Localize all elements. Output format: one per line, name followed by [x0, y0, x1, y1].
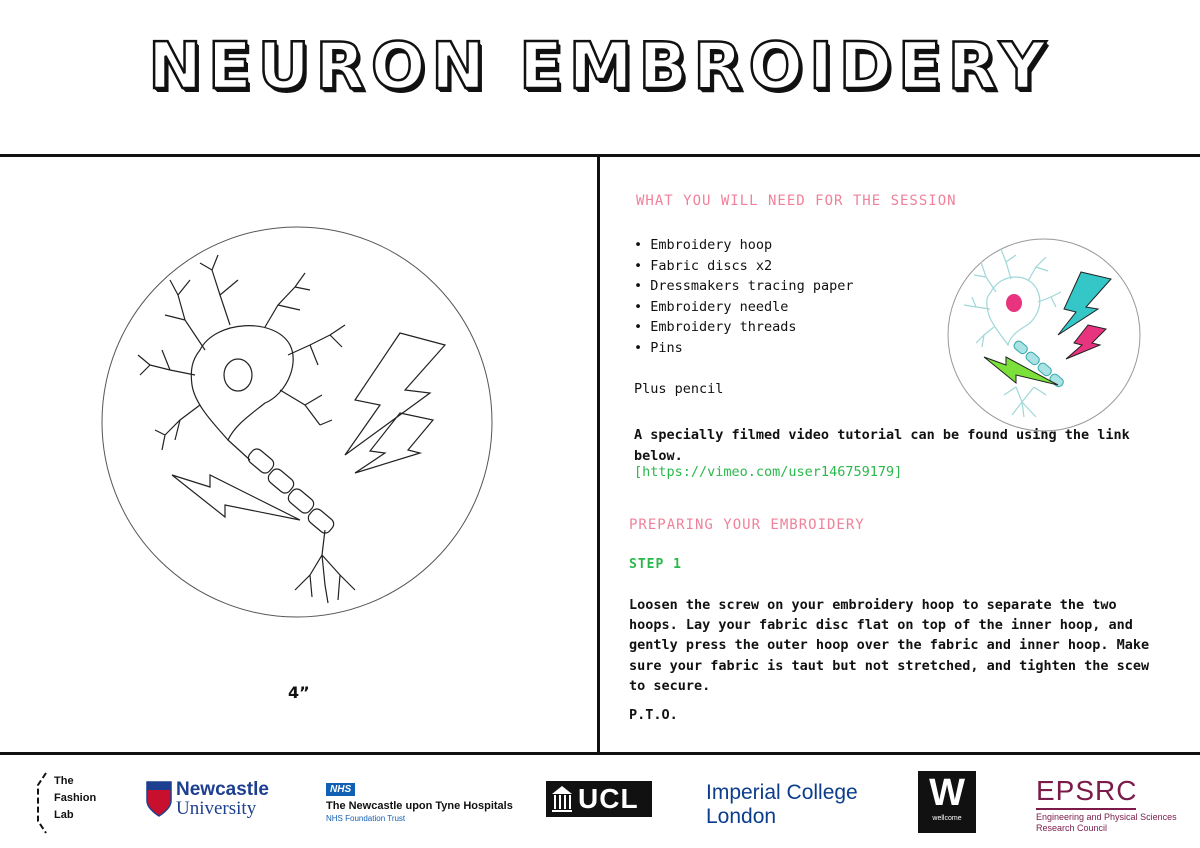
fashion-lab-logo: The Fashion Lab [36, 771, 116, 835]
neuron-pattern-illustration [101, 226, 493, 618]
prep-heading: PREPARING YOUR EMBROIDERY [629, 517, 865, 533]
newcastle-shield-icon [146, 781, 172, 817]
list-item: Embroidery needle [634, 297, 853, 318]
imperial-college-logo: Imperial College London [706, 781, 858, 828]
nhs-trust-logo: NHS The Newcastle upon Tyne Hospitals NH… [326, 783, 513, 823]
video-tutorial-text: A specially filmed video tutorial can be… [634, 427, 1130, 464]
left-panel: 4” [0, 157, 597, 752]
newcastle-university-logo: Newcastle University [146, 779, 286, 823]
list-item: Fabric discs x2 [634, 256, 853, 277]
ucl-logo: UCL [546, 781, 652, 817]
bottom-divider [0, 752, 1200, 755]
epsrc-logo: EPSRC Engineering and Physical Sciences … [1036, 775, 1177, 833]
finished-embroidery-thumbnail [947, 238, 1141, 432]
list-item: Dressmakers tracing paper [634, 276, 853, 297]
plus-pencil-text: Plus pencil [634, 381, 724, 397]
hoop-size-label: 4” [288, 683, 310, 702]
ucl-portico-icon [552, 786, 572, 812]
step-label: STEP 1 [629, 557, 682, 572]
right-panel: WHAT YOU WILL NEED FOR THE SESSION Embro… [600, 157, 1200, 752]
page-title: NEURON EMBROIDERY [147, 29, 1052, 106]
nhs-badge: NHS [326, 783, 356, 796]
sponsor-logos: The Fashion Lab Newcastle University NHS… [0, 755, 1200, 848]
epsrc-underline [1036, 808, 1136, 810]
vimeo-link[interactable]: [https://vimeo.com/user146759179] [634, 464, 903, 480]
needs-heading: WHAT YOU WILL NEED FOR THE SESSION [636, 193, 957, 209]
pto-text: P.T.O. [629, 707, 678, 723]
fashion-lab-hex-icon [37, 772, 47, 834]
list-item: Embroidery hoop [634, 235, 853, 256]
list-item: Pins [634, 338, 853, 359]
needs-list: Embroidery hoop Fabric discs x2 Dressmak… [634, 235, 853, 359]
list-item: Embroidery threads [634, 317, 853, 338]
top-divider [0, 154, 1200, 157]
center-divider [597, 157, 600, 752]
wellcome-logo: W wellcome [918, 771, 976, 833]
step-instructions: Loosen the screw on your embroidery hoop… [629, 597, 1150, 694]
